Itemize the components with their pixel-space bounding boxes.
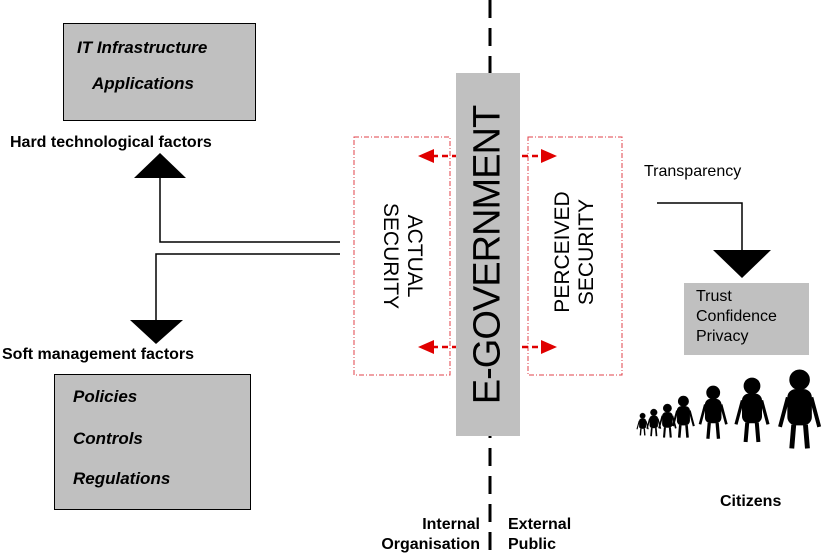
- top-red-arrow: [418, 149, 557, 163]
- actual-word: ACTUAL: [403, 214, 426, 298]
- perceived-security-frame: [527, 136, 623, 376]
- outcome-privacy: Privacy: [696, 328, 749, 345]
- hard-arrowhead: [134, 153, 186, 178]
- soft-item-policies: Policies: [73, 387, 138, 406]
- actual-security-frame: [353, 136, 451, 376]
- actual-security-text: ACTUAL SECURITY: [378, 156, 426, 356]
- outcome-trust: Trust: [696, 288, 732, 305]
- hard-item-applications: Applications: [92, 74, 195, 93]
- transparency-label: Transparency: [644, 163, 742, 180]
- hard-factors-label: Hard technological factors: [10, 134, 212, 151]
- soft-item-controls: Controls: [73, 429, 143, 448]
- soft-factors-label: Soft management factors: [2, 346, 195, 363]
- outcome-confidence: Confidence: [696, 308, 777, 325]
- soft-connector: [155, 253, 340, 320]
- transparency-arrowhead: [713, 250, 771, 278]
- actual-security-word: SECURITY: [379, 202, 402, 310]
- perceived-word: PERCEIVED: [551, 191, 574, 313]
- egovernment-title: E-GOVERNMENT: [466, 105, 509, 404]
- external-label: External Public: [508, 515, 571, 555]
- internal-label: Internal Organisation: [340, 515, 480, 555]
- hard-item-infrastructure: IT Infrastructure: [77, 38, 208, 57]
- public-word: Public: [508, 536, 557, 553]
- internal-word: Internal: [422, 516, 480, 533]
- hard-connector: [159, 178, 340, 243]
- egovernment-bar: E-GOVERNMENT: [456, 73, 520, 436]
- soft-arrowhead: [130, 320, 183, 344]
- perceived-security-word: SECURITY: [575, 198, 598, 306]
- outcomes-box: Trust Confidence Privacy: [684, 283, 809, 355]
- bottom-red-arrow: [418, 340, 557, 354]
- soft-factors-box: Policies Controls Regulations: [54, 374, 251, 510]
- perceived-security-text: PERCEIVED SECURITY: [551, 152, 599, 352]
- citizens-label: Citizens: [720, 493, 782, 510]
- transparency-connector: [657, 202, 743, 250]
- external-word: External: [508, 516, 572, 533]
- hard-factors-box: IT Infrastructure Applications: [63, 23, 256, 121]
- soft-item-regulations: Regulations: [73, 469, 171, 488]
- organisation-word: Organisation: [381, 536, 480, 553]
- citizens-figures: [636, 369, 822, 449]
